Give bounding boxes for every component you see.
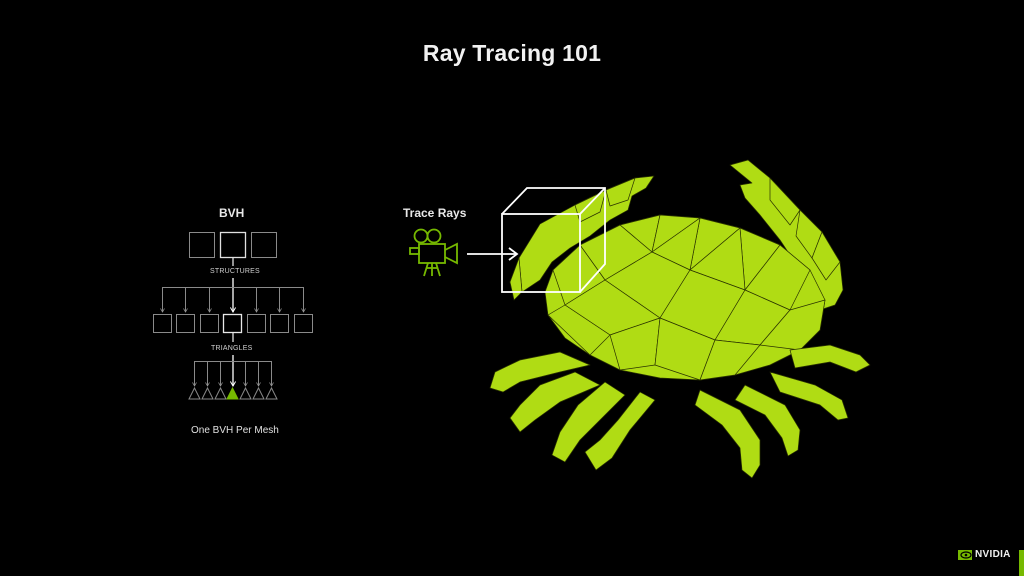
triangles-label: TRIANGLES bbox=[211, 345, 253, 352]
bvh-heading: BVH bbox=[219, 206, 245, 220]
bvh-caption: One BVH Per Mesh bbox=[191, 425, 279, 436]
bvh-triangle-leaves bbox=[188, 386, 278, 400]
nvidia-logo: NVIDIA bbox=[958, 549, 1011, 560]
crab-mesh bbox=[489, 159, 871, 479]
bounding-box-cube bbox=[501, 187, 606, 293]
nvidia-eye-icon bbox=[958, 549, 972, 560]
trace-rays-heading: Trace Rays bbox=[403, 206, 467, 220]
slide-title: Ray Tracing 101 bbox=[422, 40, 602, 66]
arrow-right-icon bbox=[467, 247, 519, 261]
movie-camera-icon bbox=[409, 228, 458, 277]
nvidia-logo-text: NVIDIA bbox=[975, 549, 1011, 560]
accent-edge-bar bbox=[1019, 550, 1024, 576]
structures-label: STRUCTURES bbox=[210, 268, 260, 275]
bvh-structure-boxes bbox=[153, 313, 313, 334]
bvh-top-boxes bbox=[189, 231, 277, 259]
